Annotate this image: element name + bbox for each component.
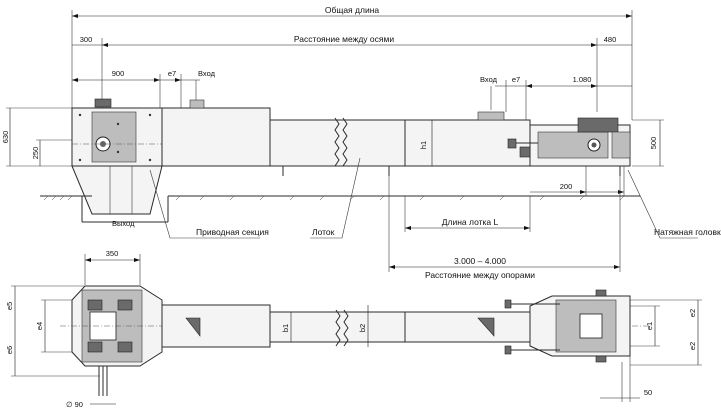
overall-length-dimension [71, 10, 633, 120]
inlet-left-label: Вход [198, 69, 216, 78]
overall-length-label: Общая длина [325, 5, 380, 15]
dim-50: 50 [644, 388, 652, 397]
axis-distance-label: Расстояние между осями [294, 34, 394, 44]
dim-900: 900 [112, 69, 125, 78]
dim-250: 250 [31, 147, 40, 160]
trough [269, 111, 531, 167]
dim-50-line [600, 356, 640, 402]
dim-e7-left: e7 [168, 69, 176, 78]
drive-section-label: Приводная секция [196, 227, 269, 237]
axis-distance-dimension [72, 38, 632, 112]
dim-480: 480 [604, 35, 617, 44]
dim-900-line [72, 74, 200, 108]
ground-hatch [43, 195, 625, 201]
dim-e6: e6 [5, 346, 14, 354]
dim-e6-line [11, 326, 100, 377]
dim-e4: e4 [35, 322, 44, 330]
dim-e1: e1 [645, 322, 654, 330]
dim-1080: 1.080 [573, 75, 592, 84]
trough-length-dimension [404, 196, 531, 232]
dim-500: 500 [649, 137, 658, 150]
dim-e7-right: e7 [512, 75, 520, 84]
dim-b1: b1 [281, 324, 290, 332]
dim-h1: h1 [419, 141, 428, 149]
tension-head [507, 117, 631, 167]
drive-plan [71, 285, 163, 396]
dim-d90: ∅ 90 [66, 400, 83, 409]
inlet-right-label: Вход [480, 75, 498, 84]
outlet-hopper [71, 165, 163, 215]
inlet-left-section [161, 99, 271, 167]
dim-350-line [84, 254, 141, 285]
outlet-label: Выход [112, 219, 135, 228]
dim-e5: e5 [5, 302, 14, 310]
dim-e1-line [630, 305, 660, 347]
dim-250-line [36, 139, 72, 166]
dim-200: 200 [560, 182, 573, 191]
support-distance-dimension [388, 176, 621, 272]
dim-300: 300 [80, 35, 93, 44]
dim-e2-top: e2 [688, 309, 697, 317]
dim-630-line [6, 107, 72, 167]
tension-head-plan [504, 289, 631, 363]
dim-e4-line [41, 299, 72, 353]
trough-length-label: Длина лотка L [442, 217, 499, 227]
supports [282, 166, 621, 176]
tension-head-leader [627, 169, 698, 239]
tension-head-label: Натяжная головка [654, 227, 721, 237]
dim-e2-bottom: e2 [688, 342, 697, 350]
plan-trough [161, 304, 531, 348]
ground-line [40, 195, 640, 223]
dim-350: 350 [106, 249, 119, 258]
trough-label: Лоток [312, 227, 335, 237]
dim-b2: b2 [358, 324, 367, 332]
drive-section-leader [149, 169, 260, 239]
dim-e2-line [630, 299, 702, 366]
dim-e5-line [11, 285, 85, 326]
trough-leader [310, 157, 361, 239]
dim-630: 630 [1, 131, 10, 144]
dim-500-line [632, 119, 664, 167]
support-distance-label: Расстояние между опорами [425, 270, 535, 280]
dim-200-line [530, 166, 625, 196]
support-range-label: 3.000 – 4.000 [454, 256, 506, 266]
dim-1080-line [495, 80, 632, 125]
